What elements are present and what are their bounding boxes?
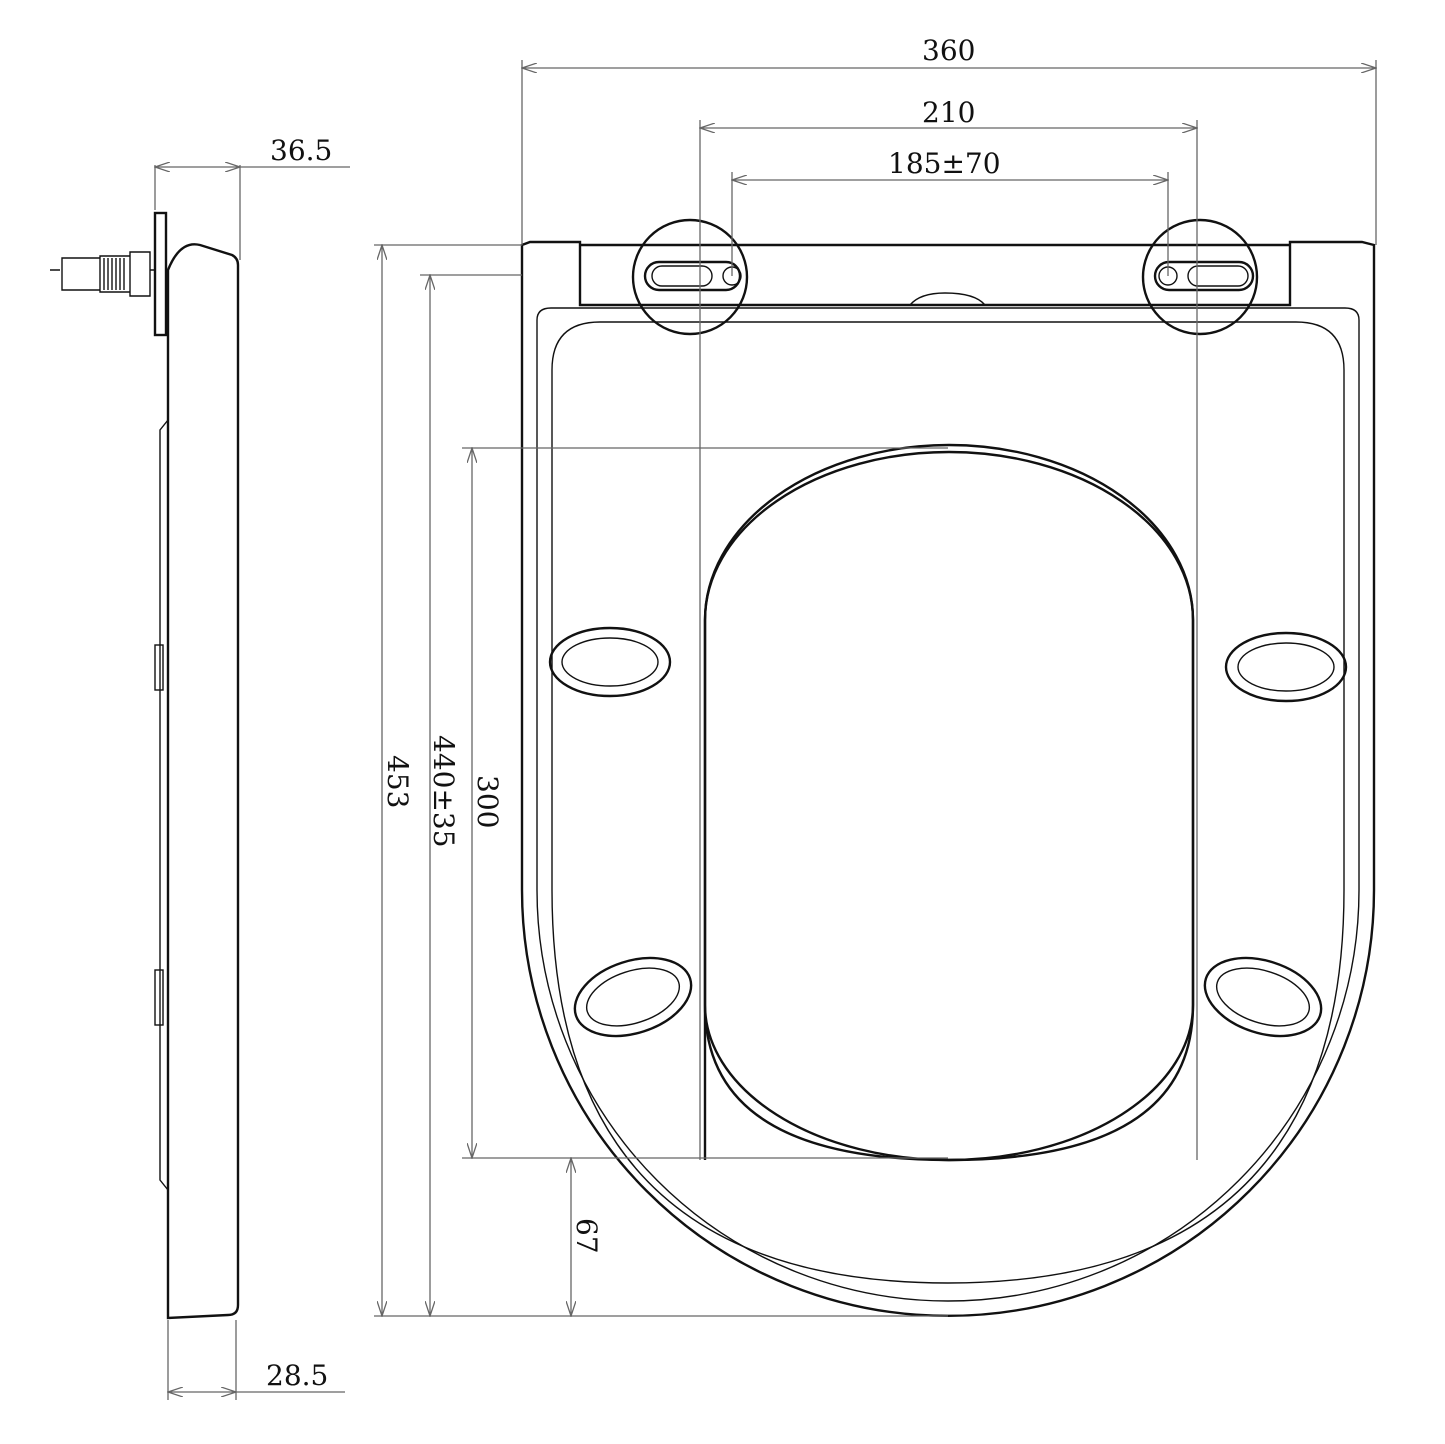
- hinge-left: [631, 218, 749, 336]
- hinge-right: [1141, 218, 1259, 336]
- dim-440: 440±35: [427, 735, 460, 848]
- dim-210: 210: [922, 96, 975, 129]
- dim-side-bottom: 28.5: [266, 1359, 328, 1392]
- fixing-bolt-icon: [50, 251, 155, 297]
- dim-300: 300: [471, 775, 504, 828]
- dim-360: 360: [922, 34, 975, 67]
- dim-185: 185±70: [888, 147, 1001, 180]
- seat-profile: [166, 243, 240, 1320]
- dim-453: 453: [381, 755, 414, 808]
- seat-outline: [520, 240, 1376, 1318]
- seat-opening: [703, 443, 1195, 1162]
- bumpers: [548, 626, 1348, 1038]
- dim-side-top: 36.5: [270, 134, 332, 167]
- dim-67: 67: [570, 1218, 603, 1254]
- top-view: [520, 218, 1376, 1318]
- side-view: 36.5 28.5: [50, 134, 350, 1400]
- hinge-plate: [153, 211, 168, 337]
- dimensions: 360 210 185±70 453 440±35 300 67: [374, 34, 1376, 1316]
